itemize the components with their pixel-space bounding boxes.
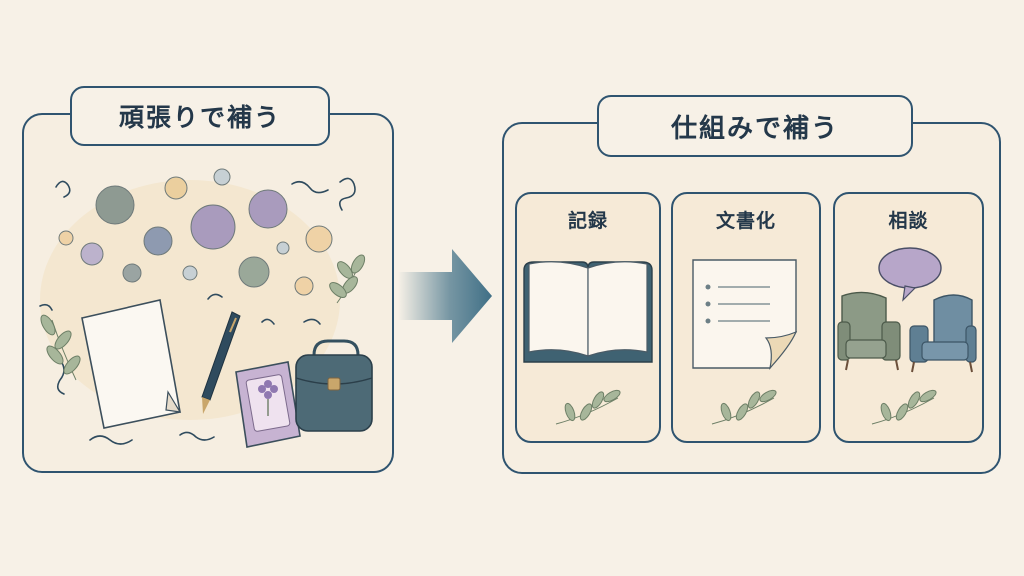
leaf-sprig-left	[40, 314, 81, 381]
document-list-icon	[692, 259, 798, 371]
leaf-sprig-consultation	[871, 389, 937, 425]
card-consultation-label: 相談	[888, 210, 929, 232]
system-title: 仕組みで補う	[597, 95, 913, 157]
leaf-sprig-record	[555, 389, 621, 425]
leaf-sprig-right	[329, 254, 366, 304]
squiggle-lines	[39, 177, 356, 445]
speech-bubble-icon	[878, 247, 942, 302]
card-record-label: 記録	[567, 210, 608, 232]
paper-sheet-icon	[81, 299, 182, 429]
flower-booklet-icon	[235, 361, 301, 448]
effort-title: 頑張りで補う	[70, 86, 330, 146]
armchair-left-icon	[837, 291, 901, 371]
scattered-circles	[58, 168, 333, 296]
leaf-sprig-documentation	[711, 389, 777, 425]
open-notebook-icon	[523, 261, 653, 363]
pen-icon	[201, 311, 241, 414]
armchair-right-icon	[909, 294, 977, 373]
briefcase-bag-icon	[295, 339, 373, 432]
card-documentation-label: 文書化	[715, 210, 776, 232]
